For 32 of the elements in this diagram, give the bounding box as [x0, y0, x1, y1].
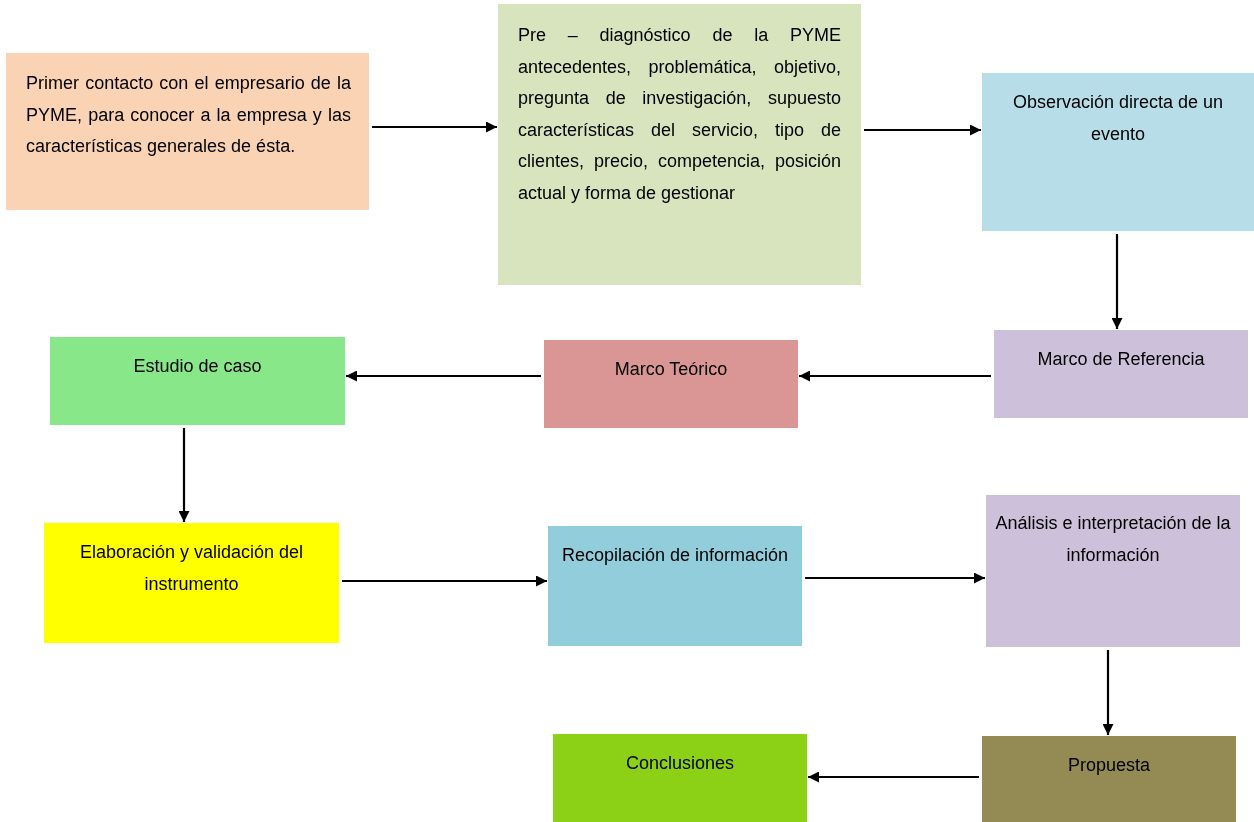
process-box: [548, 526, 802, 646]
step-text: Recopilación de información: [560, 544, 790, 567]
process-box: [986, 495, 1240, 647]
step-text: Elaboración y validación del instrumento: [78, 541, 305, 596]
arrow: [346, 370, 541, 382]
process-box: [982, 73, 1254, 231]
process-box: [994, 330, 1248, 418]
arrow: [342, 575, 547, 587]
arrow: [372, 121, 497, 133]
step-text: Análisis e interpretación de la información: [994, 512, 1232, 567]
process-box: [44, 523, 339, 643]
arrow: [799, 370, 991, 382]
process-box: [553, 734, 807, 822]
process-box: [6, 53, 369, 210]
step-text: Conclusiones: [624, 752, 736, 775]
process-box: [50, 337, 345, 425]
arrow: [178, 428, 190, 522]
process-box: [498, 4, 861, 285]
arrow: [1102, 650, 1114, 735]
step-text: Primer contacto con el empresario de la PYME, para conocer a la empresa y las características generales de ésta.: [26, 72, 351, 158]
step-text: Estudio de caso: [132, 355, 263, 378]
step-text: Marco Teórico: [613, 358, 729, 381]
step-text: Marco de Referencia: [1036, 348, 1206, 371]
step-text: Propuesta: [1066, 754, 1152, 777]
process-box: [544, 340, 798, 428]
step-text: Observación directa de un evento: [1011, 91, 1225, 146]
arrow: [805, 572, 985, 584]
step-text: Pre – diagnóstico de la PYME antecedentes, problemática, objetivo, pregunta de investigación, supuesto características del servicio, tipo de clientes, precio, competencia, posición actual y forma de gestionar: [518, 24, 841, 205]
arrow: [1111, 234, 1123, 329]
process-box: [982, 736, 1236, 822]
arrow: [808, 771, 979, 783]
arrow: [864, 124, 981, 136]
